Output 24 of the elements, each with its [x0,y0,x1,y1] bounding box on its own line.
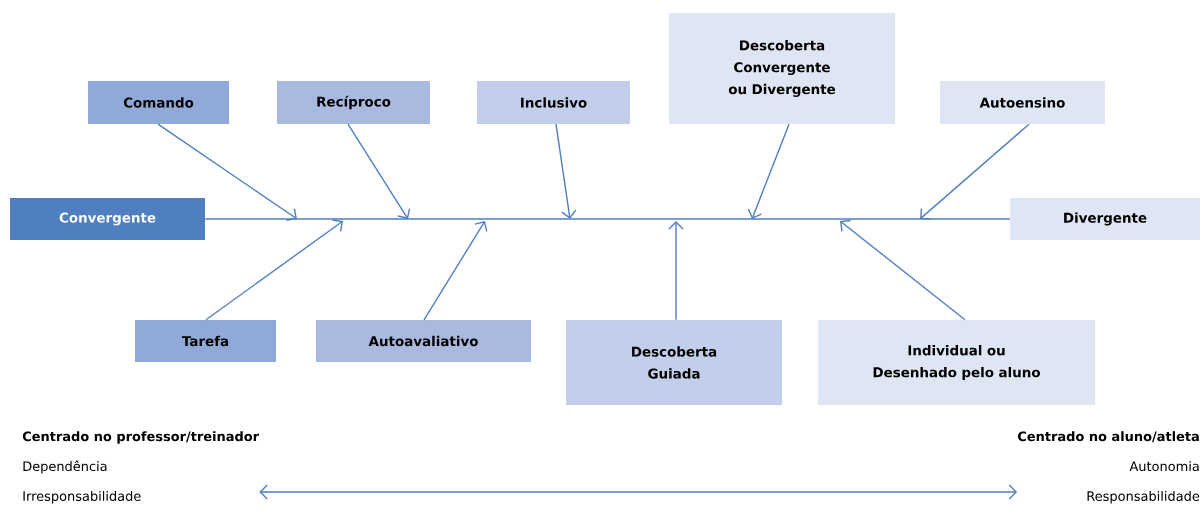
arrow [157,123,297,221]
style-box: Tarefa [135,320,276,362]
arrow [555,123,577,219]
style-box: Comando [88,81,229,124]
arrow [668,221,684,321]
pole-text: Centrado no professor/treinador Dependência Irresponsabilidade [22,431,259,504]
arrow [347,123,411,219]
style-box: Inclusivo [477,81,630,124]
arrow [840,219,966,321]
arrow [920,123,1030,220]
style-box: Descoberta Guiada [566,320,782,405]
pole-box: Convergente [10,198,205,240]
style-box: Descoberta Convergente ou Divergente [669,13,895,124]
style-box: Individual ou Desenhado pelo aluno [818,320,1095,405]
arrow [423,221,488,321]
style-box: Autoensino [940,81,1105,124]
spine-line [204,218,1011,220]
pole-text: Centrado no aluno/atleta Autonomia Responsabilidade [1018,431,1200,504]
style-box: Autoavaliativo [316,320,531,362]
double-arrow [259,484,1018,500]
arrow [747,123,790,219]
style-box: Recíproco [277,81,430,124]
pole-box: Divergente [1010,198,1200,240]
arrow [205,219,343,321]
